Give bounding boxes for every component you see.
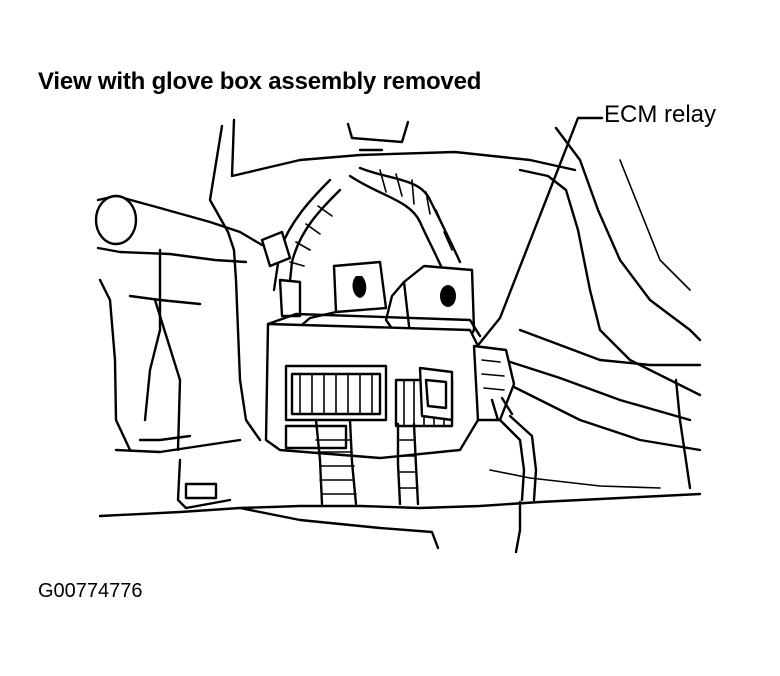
ecm-relay-label: ECM relay bbox=[604, 101, 717, 128]
diagram-title: View with glove box assembly removed bbox=[38, 68, 482, 95]
ecm-relay bbox=[418, 366, 454, 422]
center-mounting-bracket bbox=[294, 260, 388, 332]
right-dash-structure bbox=[498, 126, 702, 452]
figure-id: G00774776 bbox=[38, 580, 143, 602]
lower-wire-harness bbox=[314, 414, 538, 506]
lower-dash-panel bbox=[98, 378, 702, 554]
left-bracket-assembly bbox=[94, 194, 264, 510]
upper-dash-panel bbox=[208, 118, 577, 234]
wire-grommet bbox=[260, 230, 302, 318]
side-connector bbox=[472, 344, 516, 422]
